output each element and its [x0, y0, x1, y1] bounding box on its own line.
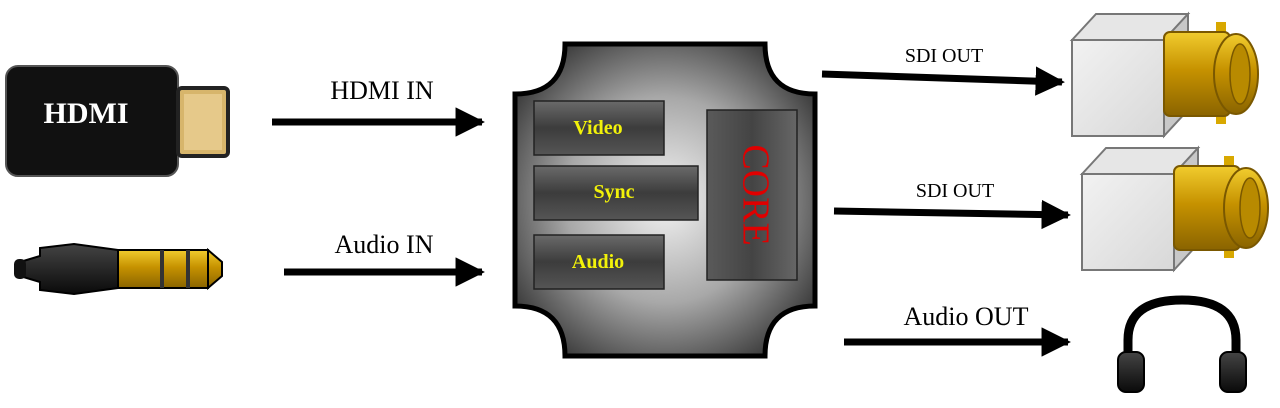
- hdmi-dongle-label: HDMI: [44, 97, 129, 130]
- processor-chip: Video Sync Audio CORE: [512, 41, 818, 359]
- sdi-out-2-label: SDI OUT: [916, 180, 994, 202]
- audio-block: [533, 234, 665, 290]
- audio-block-label: Audio: [572, 251, 624, 273]
- video-block: [533, 100, 665, 156]
- sync-block-label: Sync: [593, 181, 634, 203]
- bnc-connector-icon: [1079, 145, 1269, 273]
- hdmi-dongle-icon: HDMI: [5, 65, 230, 177]
- core-block-label: CORE: [734, 144, 776, 245]
- sdi-out-2-arrow: [833, 199, 1071, 230]
- hdmi-in-label: HDMI IN: [330, 76, 433, 105]
- bnc-connector-icon: [1069, 11, 1259, 139]
- sdi-out-1-arrow: [821, 66, 1065, 96]
- audio-in-label: Audio IN: [335, 230, 434, 259]
- sdi-out-1-label: SDI OUT: [905, 45, 983, 67]
- audio-out-label: Audio OUT: [904, 302, 1029, 331]
- headphones-icon: [1117, 295, 1247, 393]
- video-block-label: Video: [573, 117, 622, 139]
- audio-jack-icon: [14, 242, 223, 296]
- sync-block: [533, 165, 699, 221]
- core-block: [706, 109, 798, 281]
